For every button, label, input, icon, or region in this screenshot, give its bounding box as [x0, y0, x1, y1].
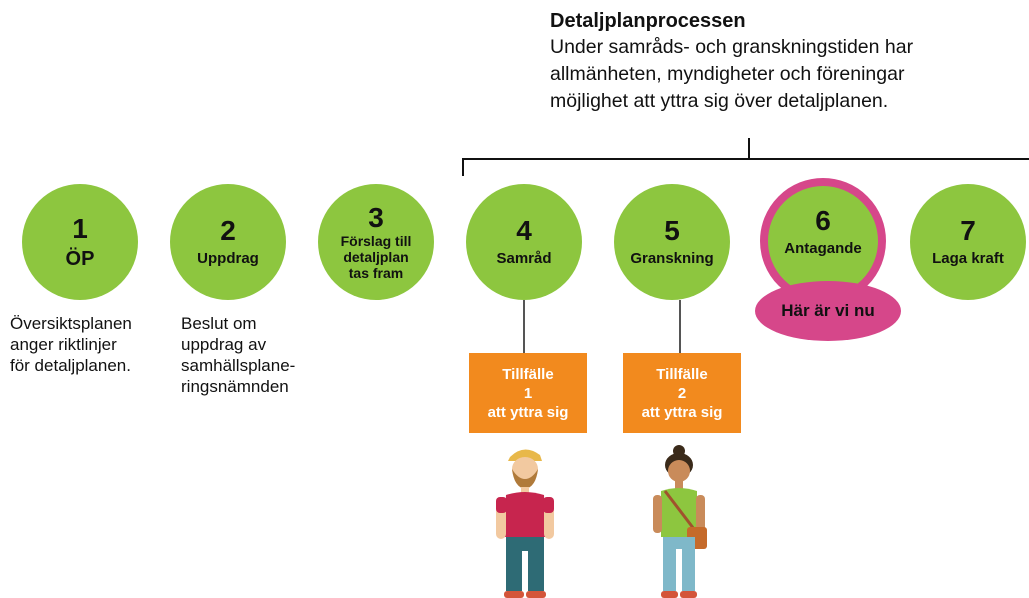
step-5-circle: 5 Granskning: [614, 184, 730, 300]
step-3-label: Förslag till detaljplan tas fram: [340, 233, 412, 281]
step-2-number: 2: [220, 215, 236, 246]
header-line-3: möjlighet att yttra sig över detaljplane…: [550, 90, 889, 112]
step-7-label: Laga kraft: [932, 250, 1004, 267]
step-1-note-line: Översiktsplanen: [10, 314, 132, 333]
step-3-number: 3: [368, 202, 384, 233]
process-header: Detaljplanprocessen Under samråds- och g…: [550, 8, 1020, 115]
opportunity-2-box: Tillfälle 2 att yttra sig: [623, 353, 741, 433]
step-1-note-line: för detaljplanen.: [10, 356, 131, 375]
opportunity-1-line-2: 1: [523, 384, 533, 402]
woman-illustration: [653, 445, 707, 598]
step-1-note: Översiktsplanen anger riktlinjer för det…: [10, 313, 132, 376]
opportunity-2-line-2: 2: [677, 384, 687, 402]
step-5-label: Granskning: [630, 250, 714, 267]
step-6-label: Antagande: [784, 240, 862, 257]
step-2-note-line: uppdrag av: [181, 335, 267, 354]
current-step-marker: Här är vi nu: [755, 281, 901, 341]
step-3-circle: 3 Förslag till detaljplan tas fram: [318, 184, 434, 300]
opportunity-2-line-1: Tillfälle: [656, 365, 708, 383]
step-1-note-line: anger riktlinjer: [10, 335, 117, 354]
bracket-line: [462, 158, 1029, 160]
step-2-note-line: Beslut om: [181, 314, 257, 333]
step-7-circle: 7 Laga kraft: [910, 184, 1026, 300]
bracket-left-tick: [462, 158, 464, 176]
opportunity-1-line-3: att yttra sig: [487, 403, 569, 421]
step-1-circle: 1 ÖP: [22, 184, 138, 300]
opportunity-1-line-1: Tillfälle: [502, 365, 554, 383]
step-4-label: Samråd: [496, 250, 552, 267]
step-7-number: 7: [960, 215, 976, 246]
man-illustration: [496, 449, 554, 598]
step-2-note-line: ringsnämnden: [181, 377, 289, 396]
step-2-note: Beslut om uppdrag av samhällsplane- ring…: [181, 313, 295, 397]
step-1-label: ÖP: [65, 248, 95, 270]
step-4-connector: [523, 300, 525, 355]
step-4-circle: 4 Samråd: [466, 184, 582, 300]
step-1-number: 1: [72, 213, 88, 244]
opportunity-2-line-3: att yttra sig: [641, 403, 723, 421]
bracket-stem: [748, 138, 750, 159]
header-line-2: allmänheten, myndigheter och föreningar: [550, 63, 905, 85]
header-line-1: Under samråds- och granskningstiden har: [550, 36, 914, 58]
step-2-label: Uppdrag: [197, 250, 259, 267]
step-5-connector: [679, 300, 681, 355]
step-2-note-line: samhällsplane-: [181, 356, 296, 375]
step-4-number: 4: [516, 215, 532, 246]
header-title: Detaljplanprocessen: [550, 10, 746, 32]
step-5-number: 5: [664, 215, 680, 246]
opportunity-1-box: Tillfälle 1 att yttra sig: [469, 353, 587, 433]
step-2-circle: 2 Uppdrag: [170, 184, 286, 300]
step-6-number: 6: [815, 205, 831, 236]
